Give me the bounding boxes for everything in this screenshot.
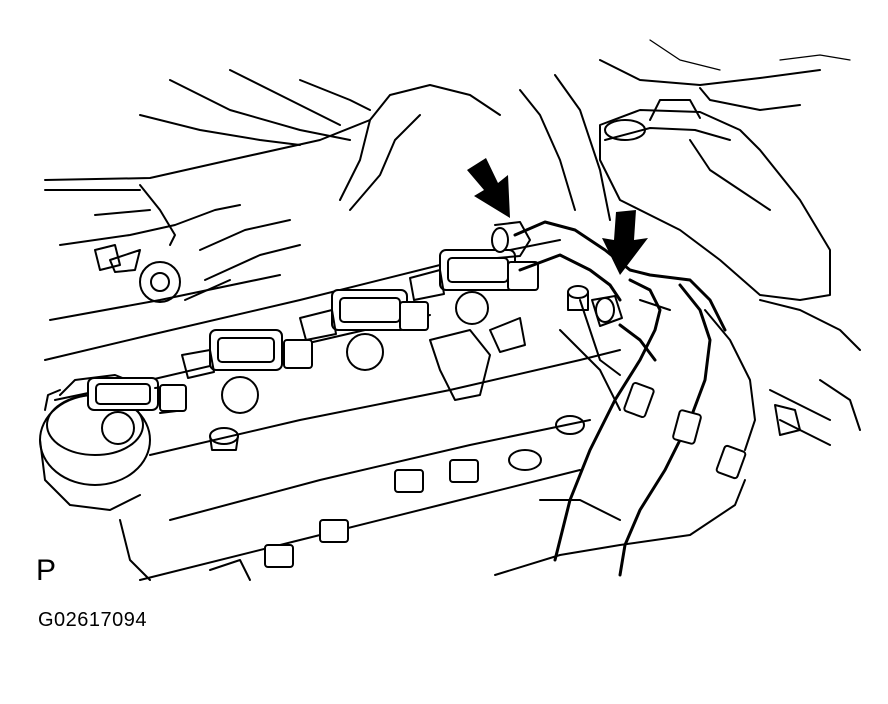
hose-assembly: [491, 220, 756, 577]
ignition-coil-1: [87, 377, 187, 445]
reservoir-tank: [599, 99, 861, 446]
left-pipes: [59, 184, 301, 303]
arrow-down-icon: [467, 158, 510, 218]
hose-clips: [623, 381, 747, 480]
ignition-coil-4: [409, 249, 539, 325]
lower-connectors: [119, 415, 585, 581]
ignition-coil-2: [181, 329, 313, 414]
cover-bolts: [209, 285, 589, 451]
figure-code: G02617094: [38, 609, 148, 631]
upper-background-lines: [44, 39, 851, 221]
ignition-coil-3: [299, 289, 429, 371]
view-marker: P: [36, 554, 57, 587]
arrow-down-icon: [602, 210, 648, 275]
